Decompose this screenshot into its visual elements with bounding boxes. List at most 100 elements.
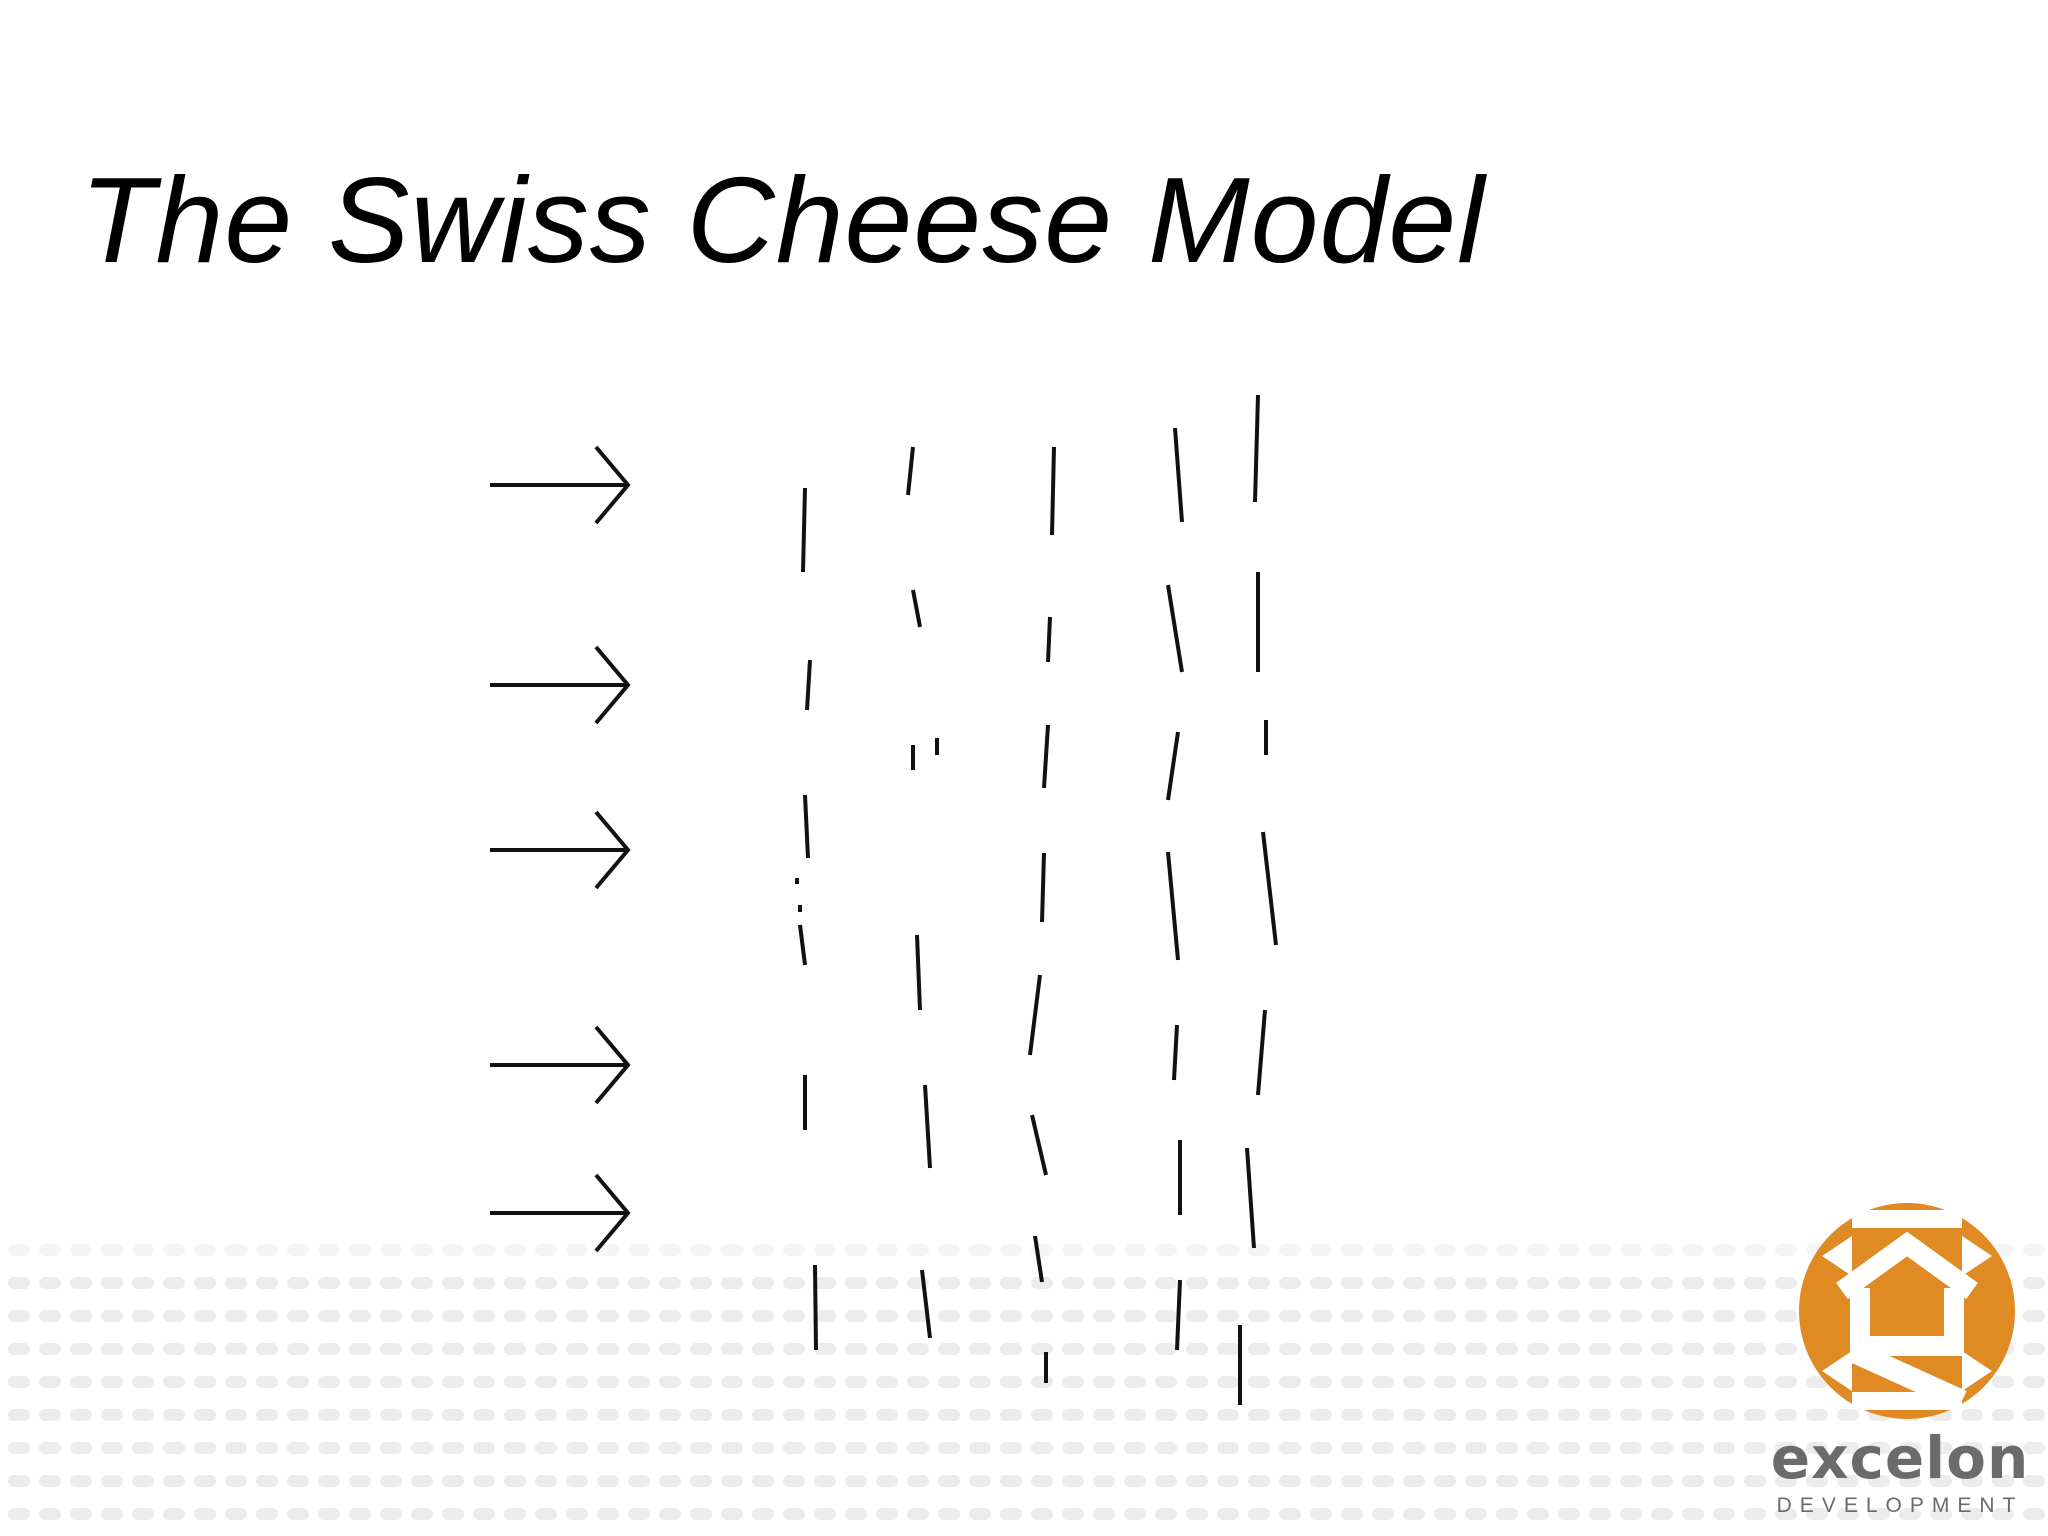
background-dot [535, 1244, 557, 1256]
background-dot [225, 1343, 247, 1355]
background-dot [535, 1409, 557, 1421]
background-dot [1775, 1310, 1797, 1322]
background-dot [597, 1409, 619, 1421]
background-dot [628, 1376, 650, 1388]
background-dot [1124, 1244, 1146, 1256]
background-dot [659, 1343, 681, 1355]
background-dot [194, 1508, 216, 1520]
background-dot [256, 1277, 278, 1289]
logo-circle [1799, 1203, 2015, 1419]
background-dot [1930, 1442, 1952, 1454]
background-dot [938, 1244, 960, 1256]
background-dot [163, 1244, 185, 1256]
background-dot [1589, 1310, 1611, 1322]
background-dot [938, 1508, 960, 1520]
background-dot [969, 1244, 991, 1256]
background-dot [1620, 1409, 1642, 1421]
background-dot [597, 1244, 619, 1256]
layer-segment [1040, 852, 1046, 923]
background-dot [1682, 1475, 1704, 1487]
background-dot [907, 1310, 929, 1322]
background-dot [1372, 1376, 1394, 1388]
background-dot [442, 1376, 464, 1388]
background-dot [411, 1277, 433, 1289]
background-dot [1992, 1409, 2014, 1421]
logo-left-notch-top [1822, 1236, 1852, 1276]
background-dot [690, 1244, 712, 1256]
background-dot [1589, 1442, 1611, 1454]
background-dot [1527, 1475, 1549, 1487]
background-dot [566, 1244, 588, 1256]
background-dot [318, 1442, 340, 1454]
background-dot [1093, 1343, 1115, 1355]
background-dot [566, 1475, 588, 1487]
background-dot [1620, 1376, 1642, 1388]
background-dot [1434, 1376, 1456, 1388]
background-dot [1434, 1310, 1456, 1322]
background-dot [411, 1442, 433, 1454]
background-dot [1589, 1508, 1611, 1520]
background-dot [349, 1277, 371, 1289]
background-dot [659, 1376, 681, 1388]
background-dot [814, 1475, 836, 1487]
background-dot [1124, 1343, 1146, 1355]
background-dot [194, 1277, 216, 1289]
background-dot [1248, 1343, 1270, 1355]
background-dot [1279, 1508, 1301, 1520]
background-dot [8, 1244, 30, 1256]
background-dot [1248, 1277, 1270, 1289]
background-dot [1000, 1409, 1022, 1421]
background-dot [1186, 1343, 1208, 1355]
background-dot [132, 1277, 154, 1289]
background-dot [411, 1508, 433, 1520]
background-dot [1465, 1343, 1487, 1355]
background-dot [1062, 1508, 1084, 1520]
background-dot [380, 1343, 402, 1355]
background-dot [411, 1244, 433, 1256]
background-dot [380, 1442, 402, 1454]
layer-segment [1050, 446, 1056, 536]
logo-top-bar [1852, 1210, 1962, 1228]
background-dot [1589, 1409, 1611, 1421]
background-dot [2023, 1244, 2045, 1256]
background-dot [1620, 1277, 1642, 1289]
background-dot [597, 1277, 619, 1289]
arrow-4 [490, 1025, 631, 1105]
background-dot [783, 1310, 805, 1322]
background-dot [163, 1376, 185, 1388]
background-dot [690, 1376, 712, 1388]
background-dot [1155, 1376, 1177, 1388]
background-dot [349, 1475, 371, 1487]
background-dot [1155, 1277, 1177, 1289]
background-dot [1713, 1310, 1735, 1322]
layer-segment [915, 934, 922, 1011]
background-dot [504, 1475, 526, 1487]
background-dot [1775, 1343, 1797, 1355]
background-dot [163, 1442, 185, 1454]
background-dot [2023, 1343, 2045, 1355]
background-dot [1620, 1475, 1642, 1487]
background-dot [1961, 1475, 1983, 1487]
background-dot [1217, 1277, 1239, 1289]
background-dot [1310, 1442, 1332, 1454]
background-dot [1248, 1310, 1270, 1322]
background-dot [1992, 1508, 2014, 1520]
background-dot [814, 1442, 836, 1454]
background-dot [349, 1343, 371, 1355]
background-dot [1496, 1475, 1518, 1487]
background-dot [1558, 1244, 1580, 1256]
background-dot [1403, 1442, 1425, 1454]
cheese-layer-4 [1166, 427, 1184, 1351]
background-dot [163, 1277, 185, 1289]
background-dot [1372, 1442, 1394, 1454]
logo-tagline-text: DEVELOPMENT [1776, 1494, 2024, 1517]
background-dot [411, 1343, 433, 1355]
background-dot [783, 1244, 805, 1256]
background-dot [1589, 1244, 1611, 1256]
background-dot [1217, 1508, 1239, 1520]
background-dot [473, 1475, 495, 1487]
background-dot [1341, 1376, 1363, 1388]
background-dot [1186, 1277, 1208, 1289]
background-dot [876, 1475, 898, 1487]
background-dot [1682, 1277, 1704, 1289]
